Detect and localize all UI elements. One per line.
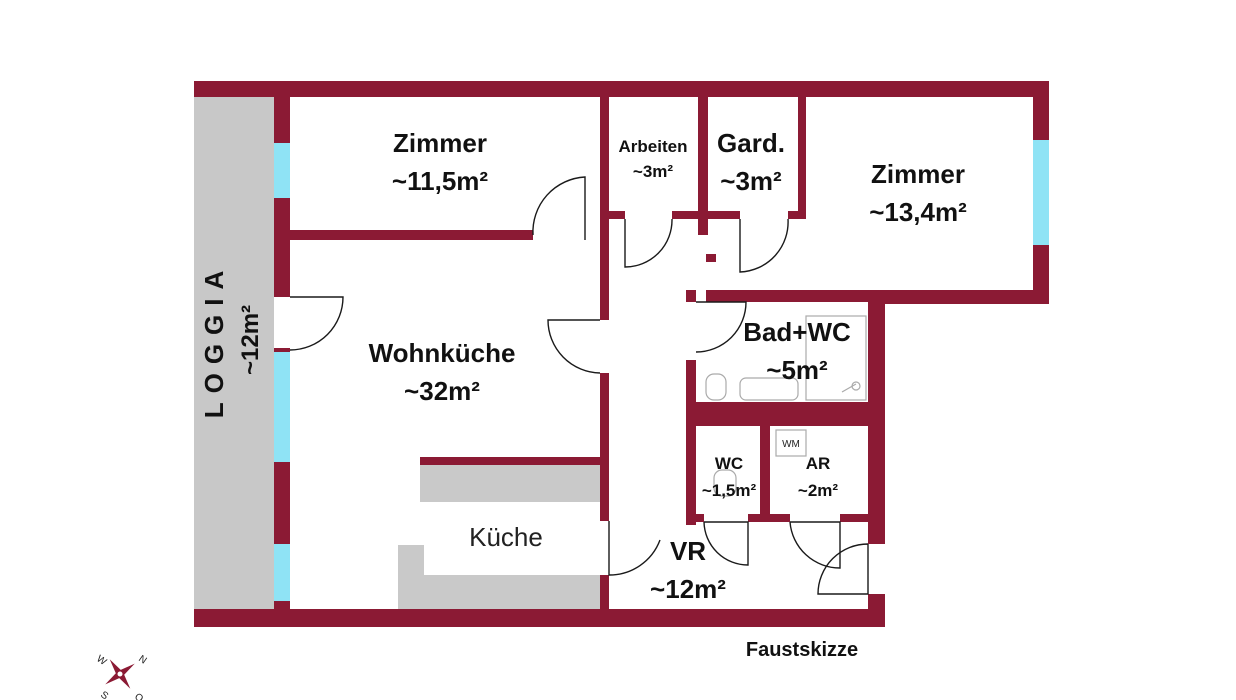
windows [274, 140, 1049, 601]
door-loggia [289, 296, 344, 351]
window-zimmer1 [274, 143, 290, 198]
label-bad-name: Bad+WC [743, 317, 851, 347]
room-labels: Zimmer ~11,5m² Arbeiten ~3m² Gard. ~3m² … [199, 128, 967, 661]
compass-s: S [98, 689, 110, 700]
door-wohnkueche [547, 319, 601, 374]
toilet-wc [713, 469, 737, 497]
label-zimmer2-area: ~13,4m² [869, 197, 967, 227]
label-arbeiten-area: ~3m² [633, 162, 673, 181]
label-kueche: Küche [469, 522, 543, 552]
label-arbeiten-name: Arbeiten [619, 137, 688, 156]
bathroom-fixtures [705, 315, 867, 497]
compass-n: N [136, 653, 148, 666]
label-wohnkueche-area: ~32m² [404, 376, 480, 406]
label-ar-name: AR [806, 454, 831, 473]
label-ar-area: ~2m² [798, 481, 838, 500]
label-loggia-name: LOGGIA [199, 262, 229, 419]
compass-rose-icon: N W O S [94, 653, 148, 700]
label-gard-name: Gard. [717, 128, 785, 158]
toilet-bad [705, 373, 727, 401]
compass-o: O [132, 691, 145, 700]
door-wc [703, 521, 749, 566]
door-arbeiten [624, 218, 673, 268]
label-gard-area: ~3m² [720, 166, 782, 196]
label-vr-name: VR [670, 536, 706, 566]
door-ar [789, 521, 841, 569]
loggia-area [194, 97, 274, 609]
window-zimmer2 [1033, 140, 1049, 245]
door-gard [739, 218, 789, 273]
door-kueche [608, 521, 661, 576]
kitchen-counter-lower [398, 575, 600, 609]
door-swings [289, 176, 869, 595]
compass-w: W [94, 653, 109, 668]
door-bad [695, 301, 747, 353]
kitchen-counter-side [398, 545, 424, 585]
label-wc-name: WC [715, 454, 743, 473]
washing-machine [775, 429, 807, 457]
outer-walls [194, 81, 1049, 627]
window-wohnkueche-2 [274, 544, 290, 601]
label-vr-area: ~12m² [650, 574, 726, 604]
door-zimmer1 [532, 176, 586, 240]
label-zimmer1-area: ~11,5m² [392, 166, 488, 196]
label-washing-machine: WM [782, 439, 800, 450]
inner-walls [274, 97, 881, 609]
label-wc-area: ~1,5m² [702, 481, 757, 500]
label-wohnkueche-name: Wohnküche [369, 338, 516, 368]
washbasin [739, 377, 799, 401]
label-loggia-area: ~12m² [237, 305, 264, 375]
faustskizze-note: Faustskizze [746, 639, 858, 661]
shower [805, 315, 867, 401]
door-entrance [817, 543, 869, 595]
kitchen-counter-upper [420, 465, 600, 502]
label-zimmer1-name: Zimmer [393, 128, 487, 158]
label-zimmer2-name: Zimmer [871, 159, 965, 189]
label-bad-area: ~5m² [766, 355, 828, 385]
window-wohnkueche-1 [274, 352, 290, 462]
